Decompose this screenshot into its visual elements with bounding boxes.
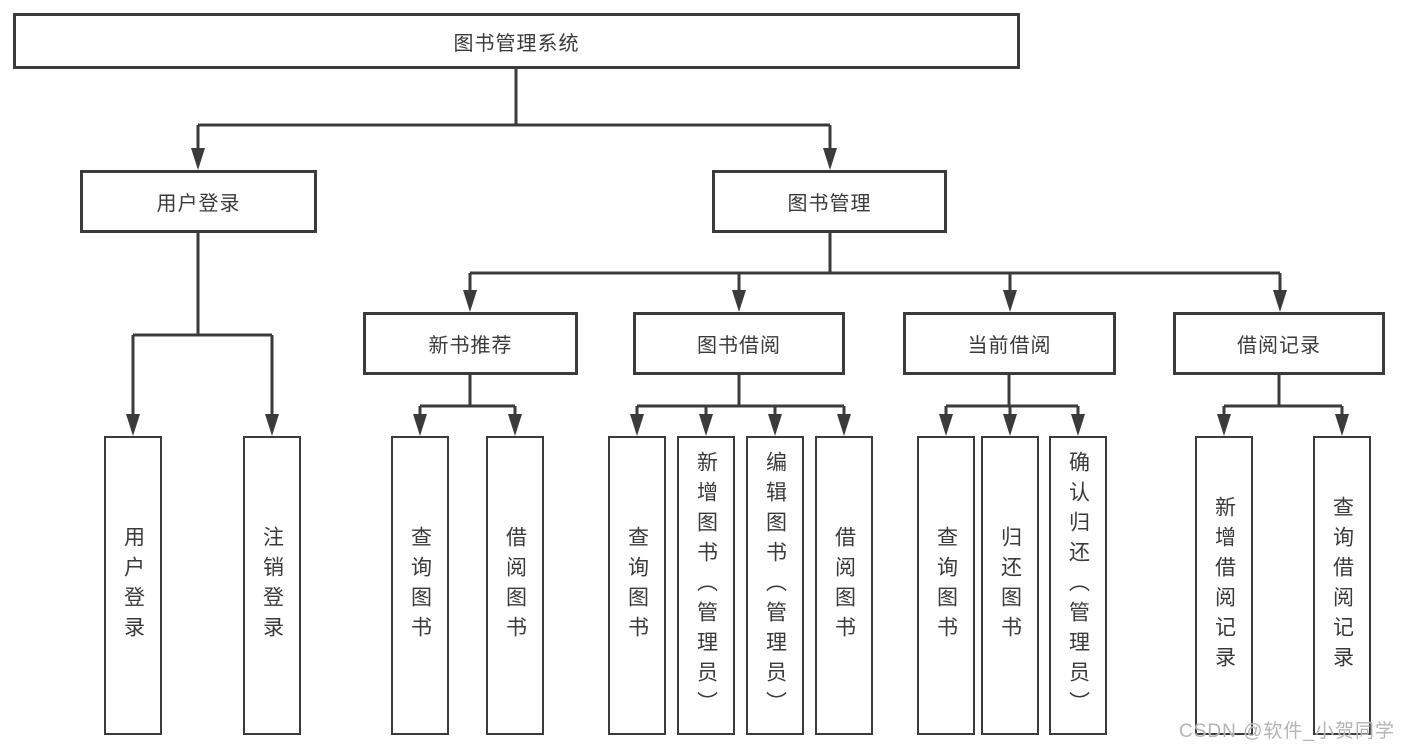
- leaf-label: 查询图书: [625, 525, 649, 646]
- node-leaf-borrow-books: 借阅图书: [815, 436, 873, 735]
- leaf-label: 借阅图书: [503, 525, 527, 646]
- node-leaf-user-login: 用户登录: [104, 436, 162, 735]
- node-leaf-query-books-current: 查询图书: [917, 436, 975, 735]
- node-root-system: 图书管理系统: [13, 13, 1020, 69]
- leaf-label: 新增借阅记录: [1212, 495, 1236, 676]
- node-leaf-edit-book-admin: 编辑图书（管理员）: [746, 436, 804, 735]
- leaf-label: 查询借阅记录: [1330, 495, 1354, 676]
- node-leaf-query-borrow-record: 查询借阅记录: [1313, 436, 1371, 735]
- node-book-borrowing: 图书借阅: [633, 312, 845, 375]
- node-leaf-logout: 注销登录: [243, 436, 301, 735]
- leaf-label: 查询图书: [934, 525, 958, 646]
- leaf-label: 注销登录: [260, 525, 284, 646]
- leaf-label: 确认归还（管理员）: [1066, 450, 1090, 721]
- node-current-borrowing: 当前借阅: [903, 312, 1116, 375]
- csdn-watermark: CSDN @软件_小贺同学: [1179, 721, 1395, 742]
- node-new-book-recommendation: 新书推荐: [363, 312, 578, 375]
- leaf-label: 归还图书: [998, 525, 1022, 646]
- node-borrowing-records: 借阅记录: [1173, 312, 1385, 375]
- leaf-label: 借阅图书: [832, 525, 856, 646]
- node-user-login: 用户登录: [80, 170, 317, 233]
- node-leaf-borrow-books-recommend: 借阅图书: [486, 436, 544, 735]
- arrowheads: [126, 148, 1349, 436]
- leaf-label: 编辑图书（管理员）: [763, 450, 787, 721]
- node-leaf-query-books-recommend: 查询图书: [391, 436, 449, 735]
- leaf-label: 用户登录: [121, 525, 145, 646]
- node-leaf-confirm-return-admin: 确认归还（管理员）: [1049, 436, 1107, 735]
- node-leaf-query-books-borrow: 查询图书: [608, 436, 666, 735]
- node-leaf-return-books: 归还图书: [981, 436, 1039, 735]
- node-leaf-add-book-admin: 新增图书（管理员）: [677, 436, 735, 735]
- node-book-management: 图书管理: [712, 170, 947, 233]
- leaf-label: 查询图书: [408, 525, 432, 646]
- leaf-label: 新增图书（管理员）: [694, 450, 718, 721]
- node-leaf-add-borrow-record: 新增借阅记录: [1195, 436, 1253, 735]
